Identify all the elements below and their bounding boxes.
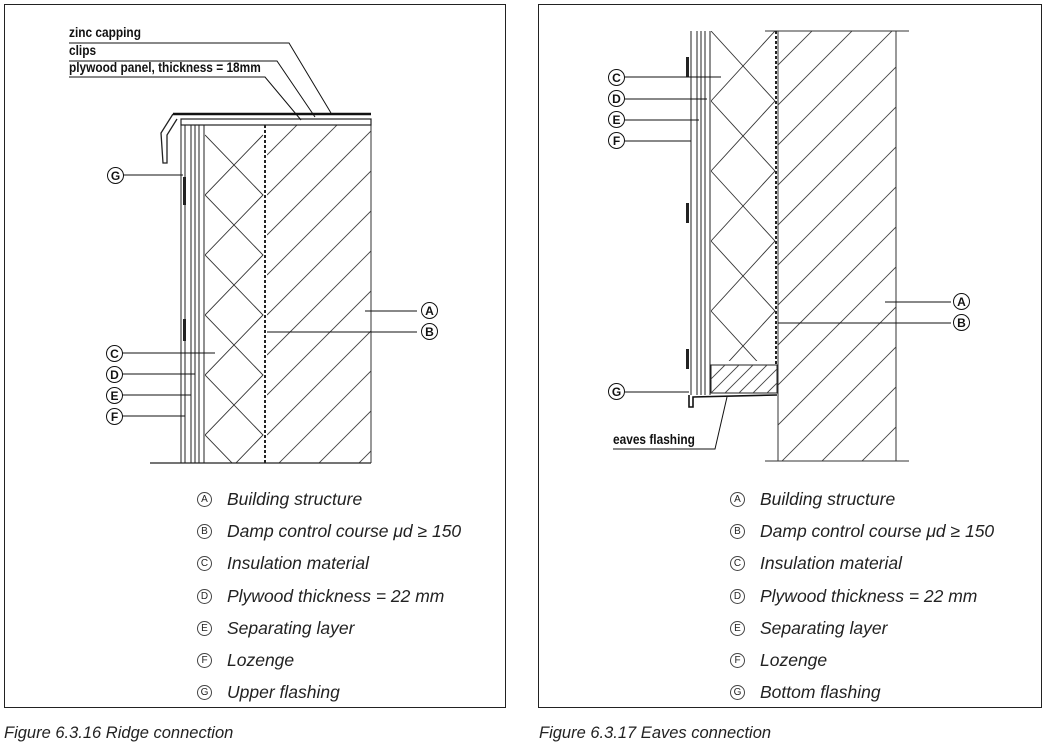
ridge-connection-panel: zinc capping clips plywood panel, thickn… [4,4,506,708]
tag-f: F [106,408,123,425]
eaves-caption: Figure 6.3.17 Eaves connection [539,724,772,742]
building-structure-hatch [267,123,371,463]
tag-b: B [953,314,970,331]
zinc-capping-label: zinc capping [69,25,141,40]
insulation-zigzag [711,31,776,361]
upper-flashing [160,113,178,164]
tag-g: G [608,383,625,400]
eaves-section-drawing [613,30,951,462]
tag-e: E [608,111,625,128]
plywood-panel-label: plywood panel, thickness = 18mm [69,60,261,75]
eaves-flashing [688,394,778,408]
tag-d: D [106,366,123,383]
tag-f: F [608,132,625,149]
building-structure-hatch [778,31,896,461]
tag-d: D [608,90,625,107]
ridge-caption: Figure 6.3.16 Ridge connection [4,724,234,742]
clips-label: clips [69,43,97,58]
tag-e: E [106,387,123,404]
tag-b: B [421,323,438,340]
tag-a: A [953,293,970,310]
tag-g: G [107,167,124,184]
tag-c: C [106,345,123,362]
ridge-section-drawing [69,42,417,464]
eaves-flashing-label: eaves flashing [613,432,695,447]
tag-c: C [608,69,625,86]
tag-a: A [421,302,438,319]
plywood-panel [180,118,372,126]
insulation-zigzag [205,134,264,463]
